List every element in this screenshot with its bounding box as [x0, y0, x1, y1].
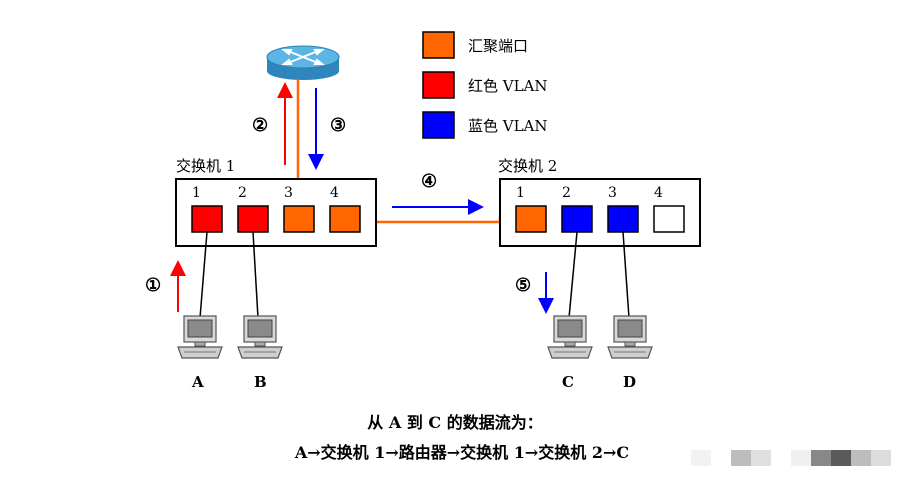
computer-icon-b — [237, 315, 283, 359]
caption-line-1: 从 A 到 C 的数据流为： — [367, 413, 542, 432]
computer-icon-a — [177, 315, 223, 359]
host-label-c: C — [562, 373, 574, 391]
legend-swatch-aggregate — [422, 31, 455, 59]
router-icon — [266, 45, 340, 80]
host-label-d: D — [623, 373, 636, 391]
switch2-port-1 — [515, 205, 547, 233]
computer-icon-d — [607, 315, 653, 359]
switch1-port-label: 3 — [284, 185, 293, 201]
host-label-b: B — [254, 373, 267, 391]
switch2-port-2 — [561, 205, 593, 233]
switch2-port-label: 1 — [516, 185, 525, 201]
legend-label-aggregate: 汇聚端口 — [468, 37, 528, 55]
host-cables — [199, 231, 630, 319]
switch2-port-label: 3 — [608, 185, 617, 201]
host-label-a: A — [191, 373, 204, 391]
switch1-port-2 — [237, 205, 269, 233]
legend-swatch-blue-vlan — [422, 111, 455, 139]
legend-swatch-red-vlan — [422, 71, 455, 99]
switch2-port-label: 2 — [562, 185, 571, 201]
switch2-port-4 — [653, 205, 685, 233]
switch1-port-3 — [283, 205, 315, 233]
step-label-3: ③ — [330, 115, 346, 136]
trunk-line-switch — [360, 216, 516, 224]
switch2-port-label: 4 — [654, 185, 663, 201]
legend-label-blue-vlan: 蓝色 VLAN — [468, 117, 548, 135]
caption-line-2: A→交换机 1→路由器→交换机 1→交换机 2→C — [294, 443, 629, 462]
switch1-title: 交换机 1 — [176, 157, 235, 175]
step-label-5: ⑤ — [515, 275, 531, 296]
computer-icon-c — [547, 315, 593, 359]
switch1-port-label: 4 — [330, 185, 339, 201]
step-label-1: ① — [145, 275, 161, 296]
step-label-2: ② — [252, 115, 268, 136]
decorative-tiles — [691, 450, 891, 466]
switch1-port-label: 2 — [238, 185, 247, 201]
switch2-title: 交换机 2 — [498, 157, 557, 175]
step-label-4: ④ — [421, 171, 437, 192]
switch1-port-label: 1 — [192, 185, 201, 201]
switch2-port-3 — [607, 205, 639, 233]
switch1-port-1 — [191, 205, 223, 233]
legend: 汇聚端口 红色 VLAN 蓝色 VLAN — [422, 31, 548, 139]
switch1-port-4 — [329, 205, 361, 233]
legend-label-red-vlan: 红色 VLAN — [468, 77, 548, 95]
